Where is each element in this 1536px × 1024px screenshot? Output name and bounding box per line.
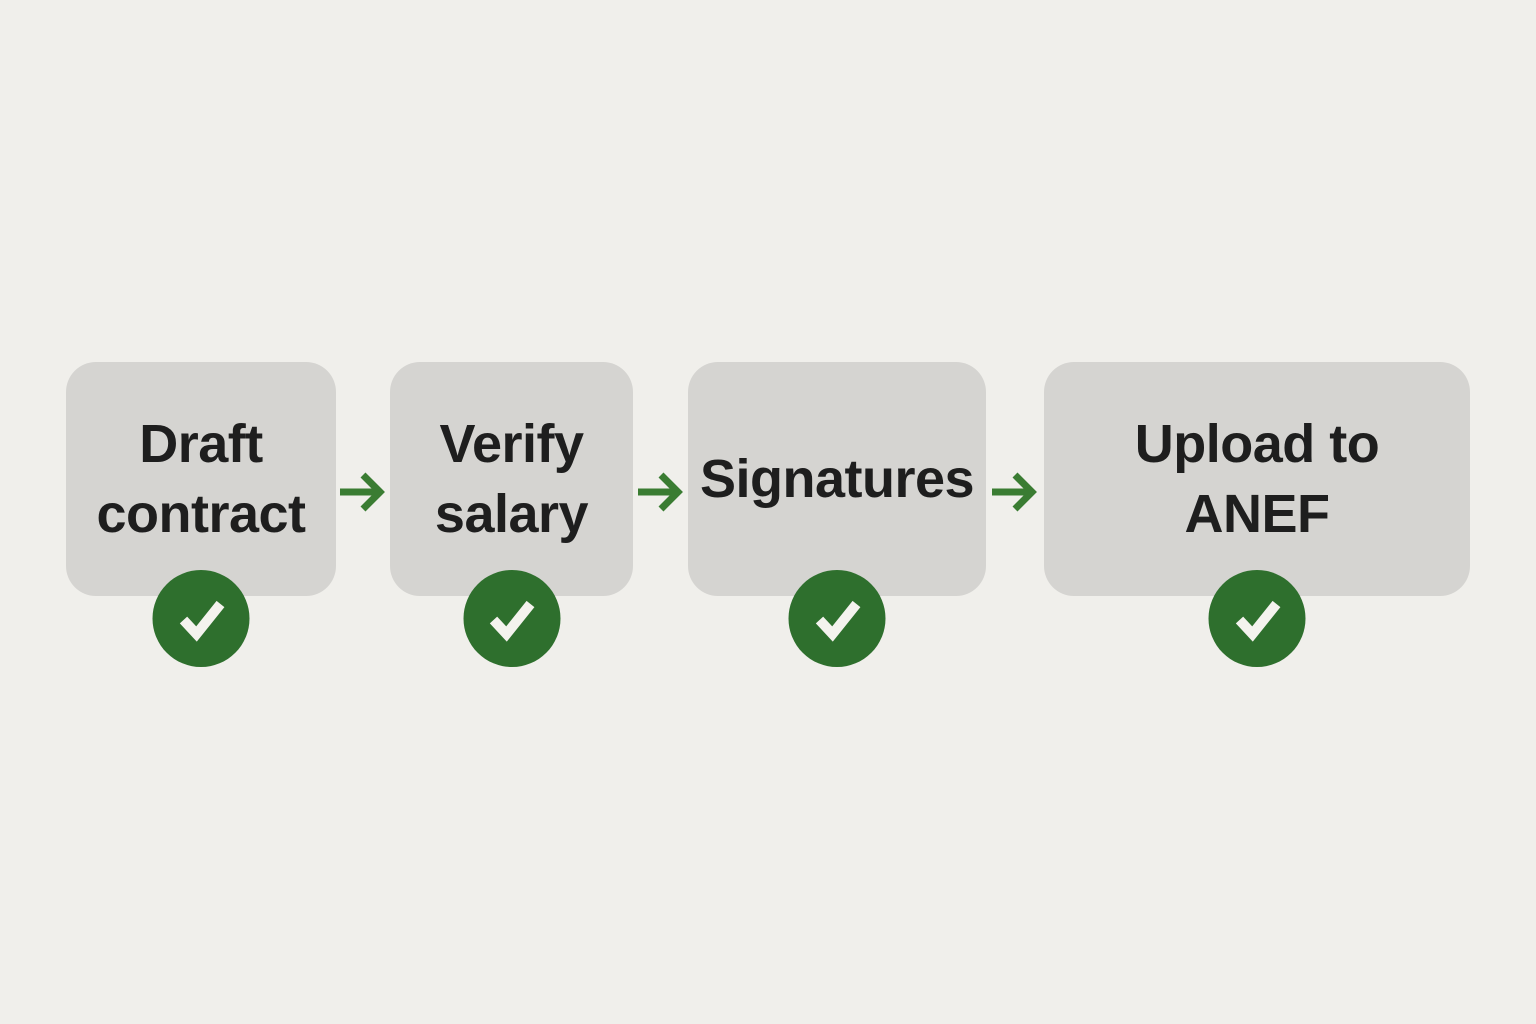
flow-connector-arrow	[986, 469, 1044, 515]
step-label: Draft contract	[96, 414, 306, 544]
flow-step: Draft contract	[66, 362, 336, 667]
step-box: Draft contract	[66, 362, 336, 596]
flow-connector-arrow	[336, 469, 390, 515]
arrow-right-icon	[992, 472, 1037, 512]
completed-checkmark-badge	[788, 570, 886, 667]
checkmark-icon	[489, 600, 535, 642]
step-label: Signatures	[699, 449, 975, 509]
step-box: Verify salary	[390, 362, 633, 596]
completed-checkmark-badge	[1208, 570, 1306, 667]
arrow-right-icon	[637, 472, 683, 512]
completed-checkmark-badge	[463, 570, 560, 667]
flow-step: Upload to ANEF	[1044, 362, 1470, 667]
checkmark-icon	[179, 600, 224, 642]
checkmark-icon	[815, 600, 860, 642]
step-label: Verify salary	[434, 414, 589, 544]
arrow-right-icon	[340, 472, 385, 512]
completed-checkmark-badge	[152, 570, 250, 667]
checkmark-icon	[1235, 600, 1280, 642]
flow-step: Verify salary	[390, 362, 633, 667]
flow-step: Signatures	[688, 362, 986, 667]
step-label: Upload to ANEF	[1134, 414, 1380, 544]
flow-connector-arrow	[633, 469, 688, 515]
step-box: Signatures	[688, 362, 986, 596]
step-box: Upload to ANEF	[1044, 362, 1470, 596]
